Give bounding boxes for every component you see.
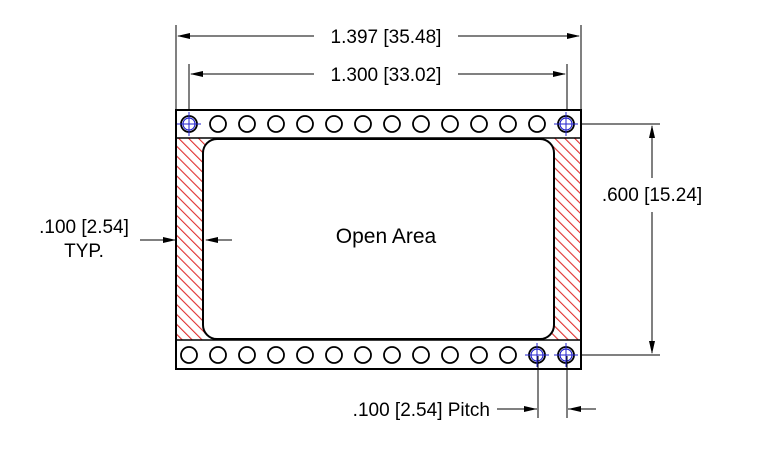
top-pin-3	[238, 115, 256, 133]
top-pin-5	[296, 115, 314, 133]
edge-width-arrow-right	[205, 237, 218, 243]
pin-span-arrow-right	[553, 71, 566, 77]
open-area	[202, 138, 555, 340]
top-pin-6	[325, 115, 343, 133]
overall-width-arrow-right	[567, 33, 580, 39]
right-hatch-strip	[551, 138, 581, 340]
bottom-pin-8	[383, 346, 401, 364]
board-outline	[175, 109, 582, 370]
bottom-pin-5	[296, 346, 314, 364]
bottom-pin-6	[325, 346, 343, 364]
top-pin-2	[209, 115, 227, 133]
top-pin-4	[267, 115, 285, 133]
top-pin-7	[354, 115, 372, 133]
bottom-pin-11	[470, 346, 488, 364]
top-pin-8	[383, 115, 401, 133]
overall-width-label: 1.397 [35.48]	[331, 27, 442, 48]
bottom-pin-1	[180, 346, 198, 364]
bottom-pin-7	[354, 346, 372, 364]
top-pin-row	[177, 112, 578, 136]
top-pin-11	[470, 115, 488, 133]
top-pin-12	[499, 115, 517, 133]
top-pin-10	[441, 115, 459, 133]
pitch-label: .100 [2.54] Pitch	[353, 400, 490, 421]
bottom-pin-row	[180, 343, 578, 367]
top-pin-9	[412, 115, 430, 133]
pitch-arrow-left	[524, 406, 537, 412]
bottom-pin-2	[209, 346, 227, 364]
row-spacing-arrow-bottom	[649, 341, 655, 354]
pitch-arrow-right	[568, 406, 581, 412]
bottom-pin-3	[238, 346, 256, 364]
open-area-label: Open Area	[336, 225, 437, 248]
overall-width-arrow-left	[177, 33, 190, 39]
edge-width-arrow-left	[163, 237, 176, 243]
pin-span-label: 1.300 [33.02]	[331, 65, 442, 86]
bottom-pin-12	[499, 346, 517, 364]
left-hatch-strip	[177, 138, 206, 340]
bottom-pin-4	[267, 346, 285, 364]
pin-span-arrow-left	[190, 71, 203, 77]
bottom-pin-9	[412, 346, 430, 364]
edge-width-label: .100 [2.54]	[39, 217, 129, 238]
row-spacing-label: .600 [15.24]	[602, 185, 702, 206]
bottom-pin-10	[441, 346, 459, 364]
row-spacing-arrow-top	[649, 125, 655, 138]
edge-width-typ-label: TYP.	[64, 241, 104, 262]
top-pin-13	[528, 115, 546, 133]
